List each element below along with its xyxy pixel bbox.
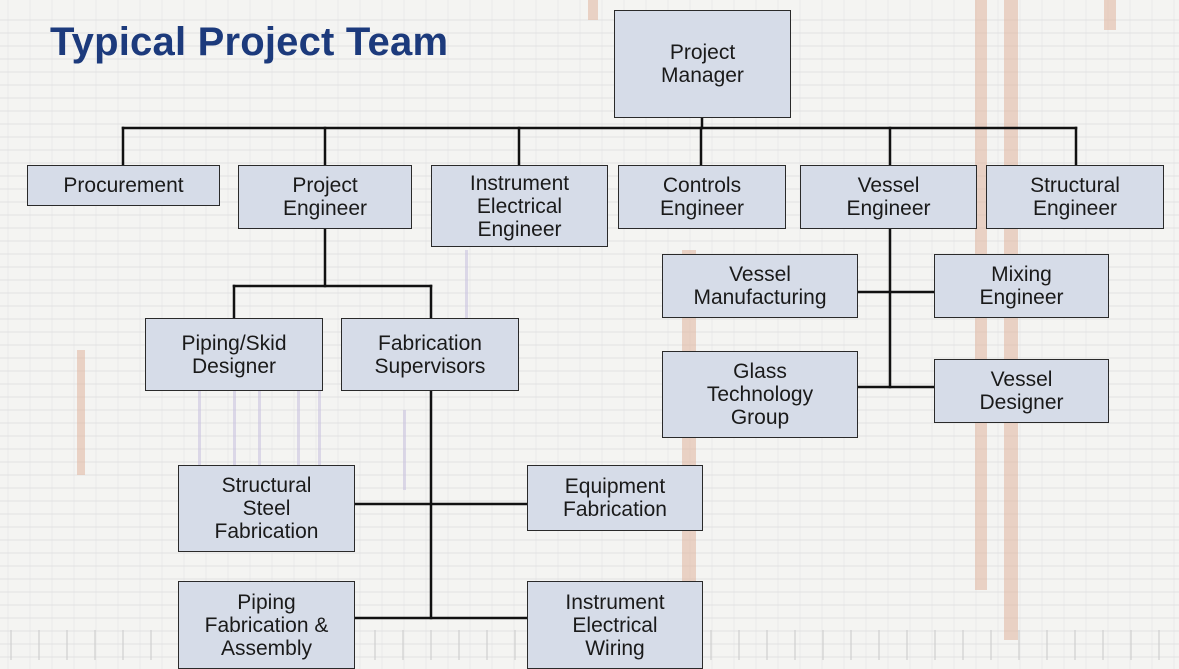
- node-label: Fabrication &: [204, 613, 329, 637]
- node-label: Procurement: [63, 174, 184, 197]
- node-label: Group: [730, 406, 790, 429]
- node-label: Engineer: [477, 217, 562, 241]
- page-title: Typical Project Team: [50, 20, 449, 64]
- node-label: Mixing: [991, 263, 1052, 286]
- glass-technology-group-box: Glass Technology Group: [662, 351, 858, 438]
- project-manager-box: Project Manager: [614, 10, 791, 118]
- node-label: Engineer: [846, 197, 931, 220]
- node-label: Electrical: [572, 613, 658, 637]
- node-label: Designer: [979, 391, 1064, 414]
- node-label: Fabrication: [214, 520, 319, 543]
- node-label: Fabrication: [563, 498, 667, 521]
- node-label: Assembly: [220, 636, 313, 660]
- node-label: Piping: [237, 590, 296, 614]
- vessel-engineer-box: Vessel Engineer: [800, 165, 977, 229]
- node-label: Vessel: [857, 174, 920, 197]
- vessel-designer-box: Vessel Designer: [934, 359, 1109, 423]
- fabrication-supervisors-box: Fabrication Supervisors: [341, 318, 519, 391]
- node-label: Engineer: [659, 197, 745, 220]
- node-label: Supervisors: [374, 354, 486, 378]
- node-label: Instrument: [565, 590, 665, 614]
- node-label: Manufacturing: [693, 286, 827, 309]
- node-label: Equipment: [564, 475, 666, 498]
- node-label: Engineer: [282, 197, 368, 220]
- structural-steel-fabrication-box: Structural Steel Fabrication: [178, 465, 355, 552]
- vessel-manufacturing-box: Vessel Manufacturing: [662, 254, 858, 318]
- mixing-engineer-box: Mixing Engineer: [934, 254, 1109, 318]
- node-label: Structural: [221, 474, 312, 497]
- piping-skid-designer-box: Piping/Skid Designer: [145, 318, 323, 391]
- node-label: Project: [292, 174, 358, 197]
- node-label: Project: [669, 41, 736, 64]
- node-label: Vessel: [729, 263, 791, 286]
- node-label: Fabrication: [378, 331, 482, 355]
- instrument-electrical-wiring-box: Instrument Electrical Wiring: [527, 581, 703, 669]
- node-label: Technology: [706, 383, 814, 406]
- node-label: Instrument: [469, 171, 570, 195]
- instrument-electrical-engineer-box: Instrument Electrical Engineer: [431, 165, 608, 247]
- node-label: Steel: [242, 497, 291, 520]
- node-label: Manager: [661, 64, 744, 87]
- node-label: Structural: [1030, 174, 1120, 197]
- node-label: Electrical: [476, 194, 563, 218]
- node-label: Wiring: [585, 636, 645, 660]
- project-engineer-box: Project Engineer: [238, 165, 412, 229]
- equipment-fabrication-box: Equipment Fabrication: [527, 465, 703, 531]
- piping-fabrication-assembly-box: Piping Fabrication & Assembly: [178, 581, 355, 669]
- node-label: Engineer: [979, 286, 1064, 309]
- procurement-box: Procurement: [27, 165, 220, 206]
- node-label: Designer: [191, 354, 277, 378]
- node-label: Glass: [733, 360, 787, 383]
- node-label: Controls: [662, 174, 742, 197]
- node-label: Vessel: [990, 368, 1053, 391]
- structural-engineer-box: Structural Engineer: [986, 165, 1164, 229]
- node-label: Piping/Skid: [181, 331, 287, 355]
- controls-engineer-box: Controls Engineer: [618, 165, 786, 229]
- node-label: Engineer: [1032, 197, 1118, 220]
